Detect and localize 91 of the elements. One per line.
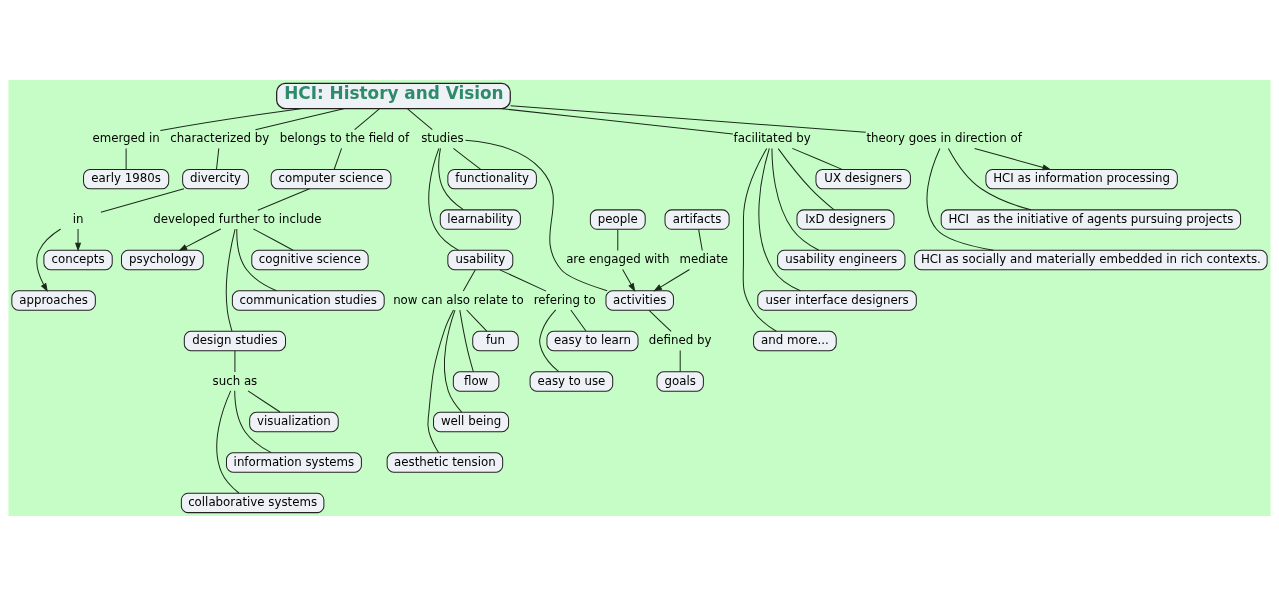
node-box: cognitive science [251, 249, 369, 270]
connector [771, 147, 820, 251]
connector [253, 228, 294, 251]
connector [462, 268, 476, 291]
node-box: and more... [753, 330, 837, 351]
connector [428, 147, 460, 251]
node-box: easy to learn [546, 330, 639, 351]
node-box: HCI: History and Vision [276, 82, 511, 109]
connector [466, 308, 488, 332]
node-text: are engaged with [566, 251, 670, 266]
connector [570, 308, 587, 332]
node-box: collaborative systems [180, 492, 325, 513]
connector [333, 147, 343, 170]
connector [257, 187, 311, 211]
connector [464, 139, 608, 291]
node-text: defined by [648, 332, 712, 347]
connector [236, 228, 278, 291]
node-box: design studies [183, 330, 286, 351]
node-text: developed further to include [153, 211, 322, 226]
node-box: learnability [439, 208, 521, 230]
connector [254, 107, 345, 130]
node-box: communication studies [231, 289, 385, 311]
node-box: fun [472, 330, 519, 351]
connector [679, 349, 681, 372]
node-box: HCI as the initiative of agents pursuing projects [940, 208, 1242, 230]
node-box: psychology [121, 249, 204, 270]
node-text: characterized by [170, 130, 270, 145]
connector [216, 147, 220, 170]
arrow [36, 228, 62, 292]
connector [698, 228, 703, 251]
connector [777, 147, 835, 210]
connector [617, 228, 619, 251]
node-text: emerged in [92, 130, 160, 145]
node-box: usability [447, 249, 514, 270]
node-box: HCI as socially and materially embedded in rich contexts. [914, 249, 1268, 270]
node-box: computer science [270, 168, 392, 189]
node-box: IxD designers [796, 208, 895, 230]
arrow [74, 228, 82, 252]
node-box: goals [656, 370, 704, 392]
connector [159, 107, 302, 131]
node-box: early 1980s [83, 168, 170, 189]
connector [791, 147, 843, 170]
node-box: divercity [182, 168, 249, 189]
node-text: facilitated by [733, 130, 811, 145]
connector [225, 228, 236, 332]
node-box: flow [452, 370, 500, 392]
connector [234, 389, 272, 453]
connector [216, 389, 240, 493]
node-text: mediate [679, 251, 729, 266]
connector [100, 187, 185, 213]
connector [501, 107, 734, 134]
arrow [622, 268, 636, 292]
node-box: HCI as information processing [985, 168, 1178, 189]
connector [758, 147, 801, 291]
arrow [974, 147, 1052, 170]
connector [234, 349, 236, 372]
connector [354, 107, 380, 130]
connector [247, 389, 281, 412]
node-box: well being [433, 411, 510, 432]
arrow [178, 228, 222, 251]
node-box: usability engineers [777, 249, 906, 270]
node-box: approaches [11, 289, 96, 311]
node-text: refering to [533, 292, 596, 307]
node-box: aesthetic tension [386, 451, 504, 473]
arrow [653, 268, 691, 291]
connector [125, 147, 127, 170]
connector [443, 309, 463, 413]
connector [510, 104, 867, 133]
node-box: easy to use [529, 370, 614, 392]
connector [926, 147, 994, 251]
node-box: activities [605, 289, 674, 311]
node-text: in [72, 211, 84, 226]
connector [648, 309, 672, 332]
node-box: user interface designers [757, 289, 917, 311]
node-box: visualization [249, 411, 339, 432]
connector [407, 107, 433, 130]
node-box: artifacts [664, 208, 730, 230]
node-box: UX designers [815, 168, 911, 189]
node-box: concepts [43, 249, 113, 270]
node-text: now can also relate to [393, 292, 524, 307]
connector [499, 268, 547, 292]
node-box: information systems [225, 451, 362, 473]
connector [459, 309, 474, 372]
connector [452, 147, 481, 170]
node-box: people [589, 208, 646, 230]
node-text: studies [421, 130, 464, 145]
node-text: belongs to the field of [279, 130, 410, 145]
node-text: theory goes in direction of [866, 130, 1022, 145]
connector [427, 309, 454, 453]
node-text: such as [212, 373, 258, 388]
node-box: functionality [447, 168, 537, 189]
